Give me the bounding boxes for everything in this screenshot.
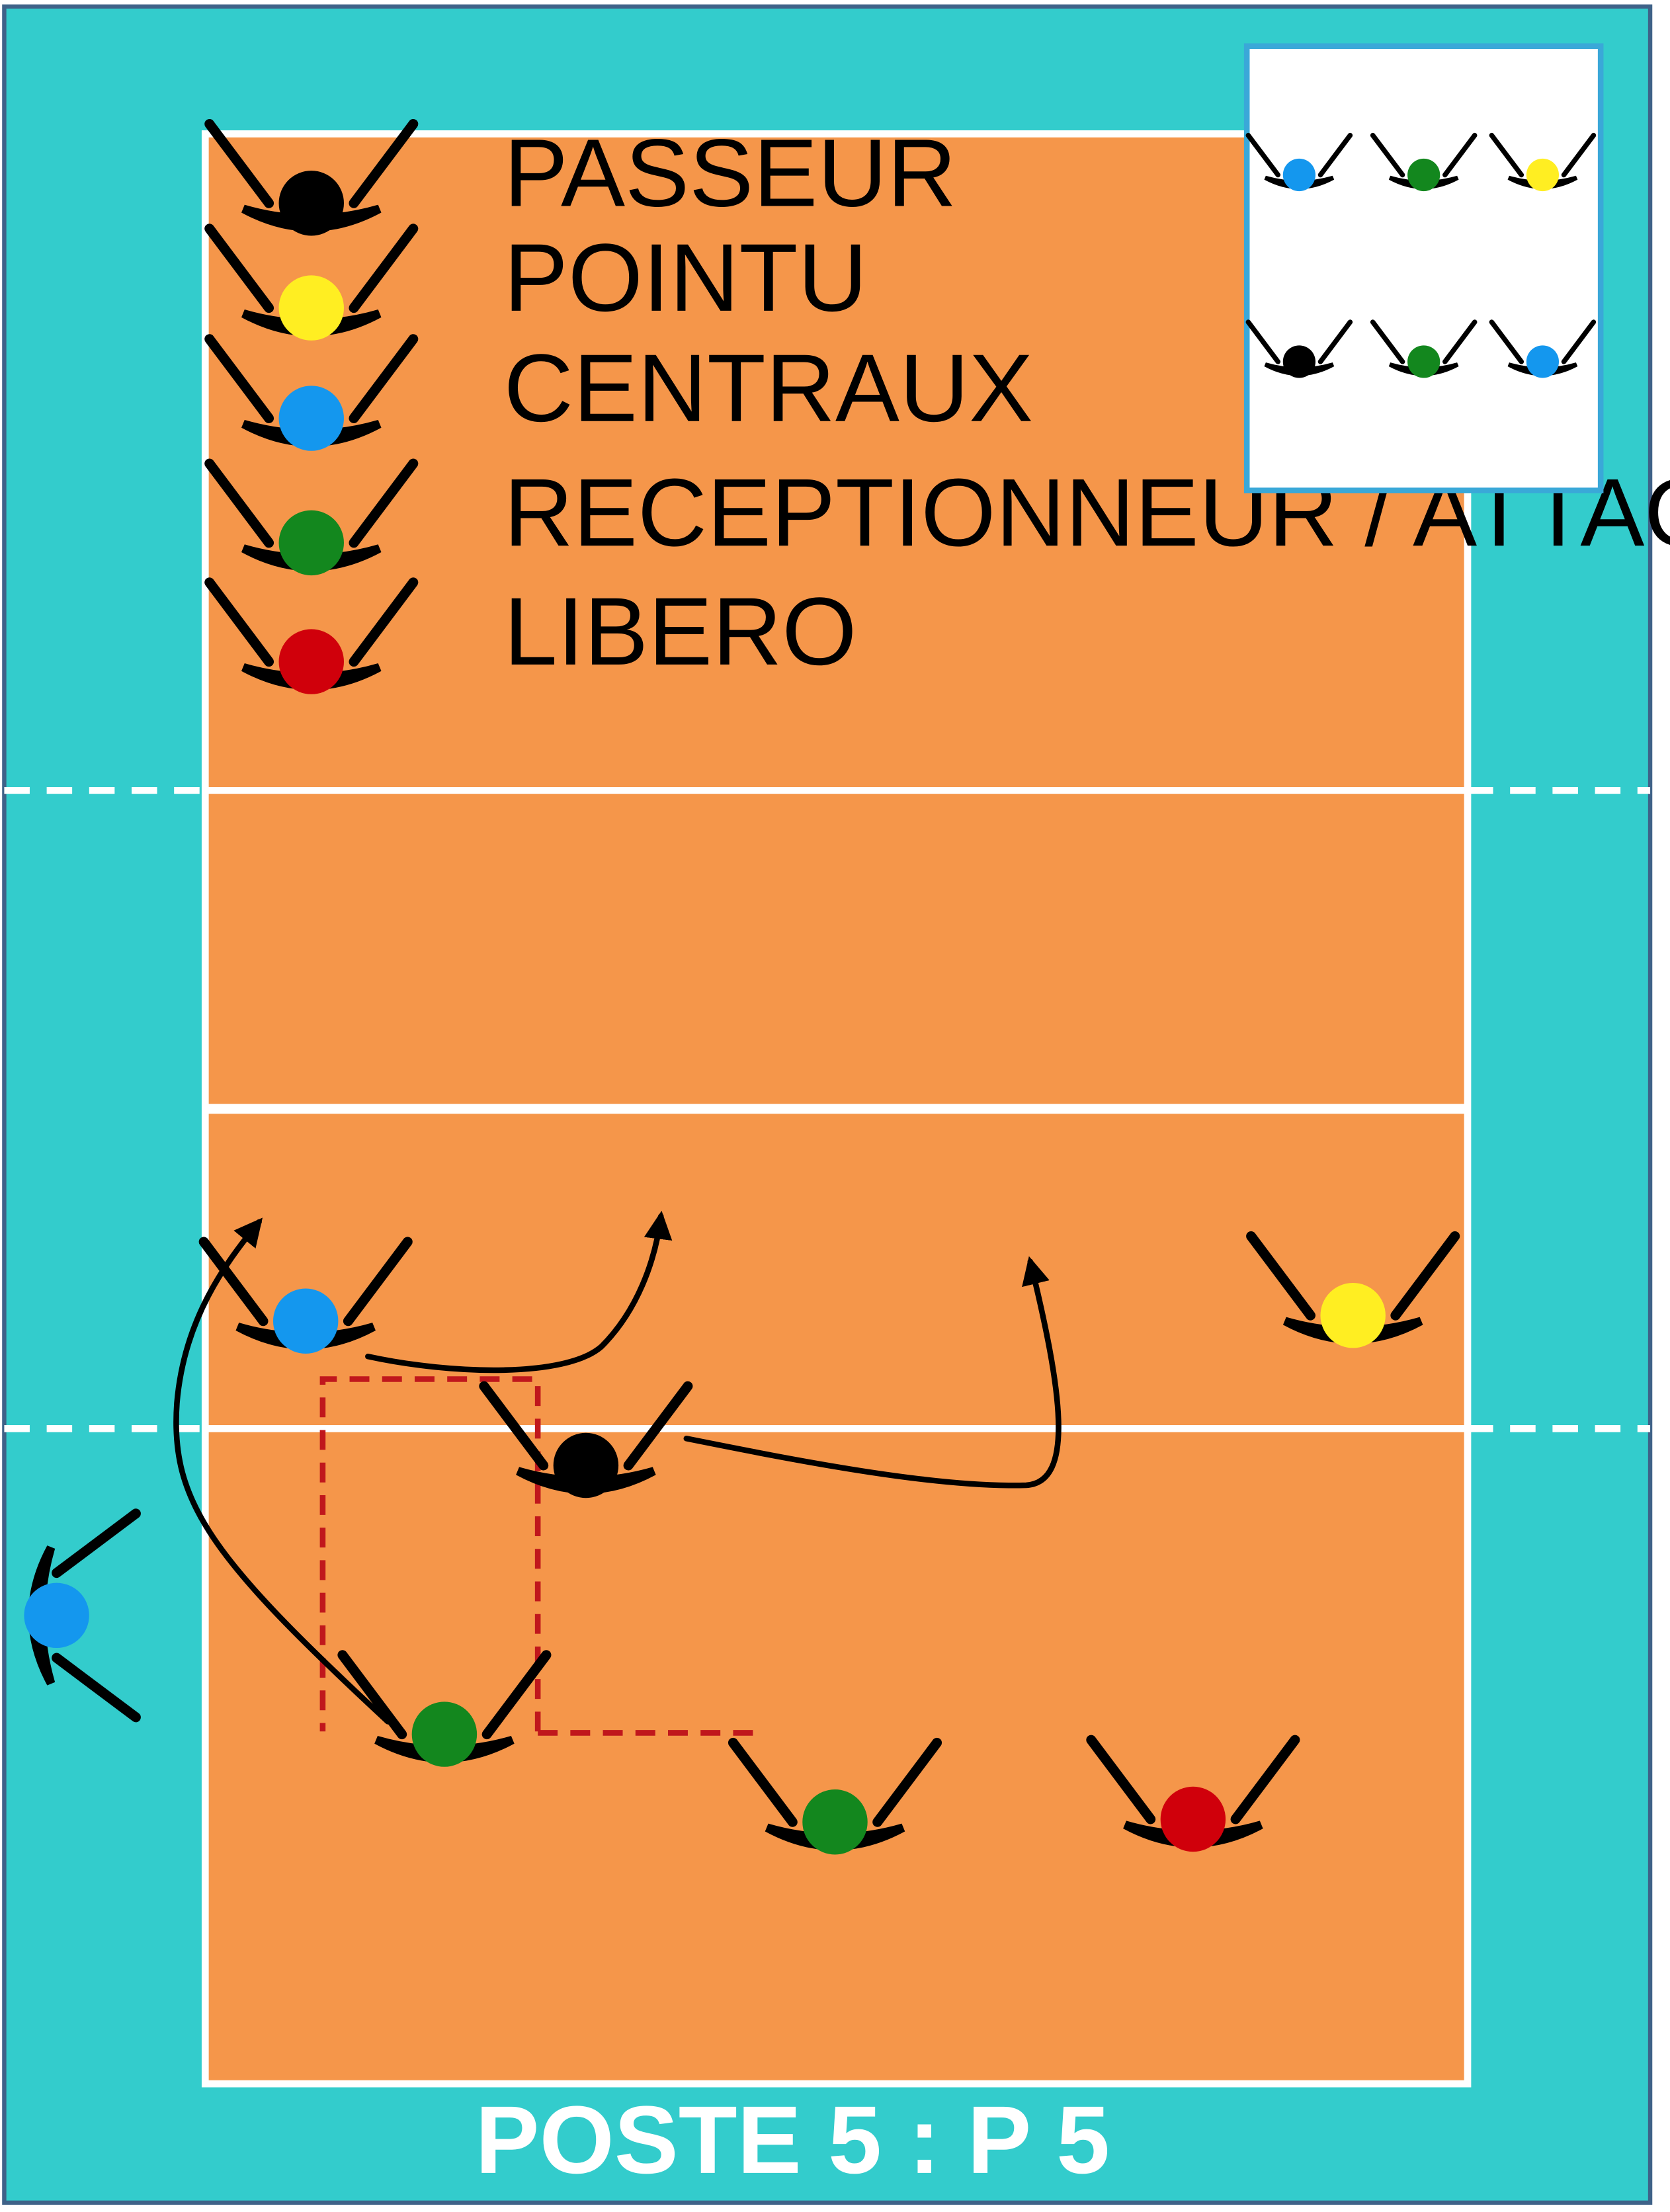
player-back-right-libero-icon — [1086, 1735, 1300, 1852]
inset-players — [1245, 132, 1597, 378]
inset-player-1-1-icon — [1370, 319, 1478, 378]
legend-player-icon-passeur — [204, 118, 419, 236]
inset-player-0-2-icon — [1489, 132, 1597, 192]
player-front-left-central-icon — [198, 1237, 413, 1354]
player-arms — [204, 118, 419, 208]
player-head — [278, 275, 344, 341]
player-head — [278, 629, 344, 694]
player-head — [1526, 158, 1560, 192]
player-head — [24, 1582, 89, 1649]
player-head — [411, 1701, 478, 1767]
player-arms — [204, 458, 419, 548]
players-layer — [24, 1231, 1460, 1855]
player-arms — [1489, 319, 1597, 364]
legend-label-passeur: PASSEUR — [504, 119, 957, 227]
player-head — [1282, 345, 1315, 378]
player-back-middle-receiver-icon — [728, 1737, 942, 1855]
zone-rectangle — [319, 1376, 541, 1732]
legend-label-libero: LIBERO — [504, 577, 857, 685]
player-head — [272, 1288, 339, 1354]
player-arms — [479, 1381, 693, 1471]
player-back-left-receiver-icon — [337, 1650, 552, 1767]
player-arms — [1370, 319, 1478, 364]
inset-player-0-1-icon — [1370, 132, 1478, 192]
rotation-inset — [1243, 43, 1604, 493]
player-arms — [198, 1237, 413, 1327]
player-arms — [1245, 319, 1353, 364]
player-head — [1160, 1786, 1226, 1852]
player-arms — [204, 577, 419, 667]
movement-arrows — [173, 1210, 1062, 1725]
player-head — [278, 386, 344, 451]
player-head — [1407, 345, 1440, 378]
player-arms — [337, 1650, 552, 1740]
player-arms — [1489, 132, 1597, 178]
player-head — [1407, 158, 1440, 192]
player-setter-icon — [479, 1381, 693, 1498]
legend-label-pointu: POINTU — [504, 224, 868, 331]
rotation-title: POSTE 5 : P 5 — [476, 2086, 1110, 2193]
player-head — [278, 510, 344, 576]
player-arms — [204, 224, 419, 313]
legend-player-icon-libero — [204, 577, 419, 694]
player-head — [278, 171, 344, 236]
player-head — [802, 1789, 868, 1855]
player-head — [1320, 1282, 1386, 1348]
player-head — [1282, 158, 1315, 192]
legend-label-centraux: CENTRAUX — [504, 334, 1033, 442]
player-head — [553, 1432, 619, 1498]
inset-box — [1243, 43, 1604, 493]
player-arms — [204, 334, 419, 424]
legend-player-icon-centraux — [204, 334, 419, 451]
setter-zone-outline — [319, 1376, 761, 1736]
legend-player-icon-receptionneur_attaquant — [204, 458, 419, 576]
player-arms — [1086, 1735, 1300, 1824]
player-arms — [1246, 1231, 1460, 1321]
player-arms — [1370, 132, 1478, 178]
court-lines — [4, 786, 1651, 1432]
player-head — [1526, 345, 1560, 378]
inset-player-1-0-icon — [1245, 319, 1353, 378]
legend-player-icon-pointu — [204, 224, 419, 341]
player-arms — [1245, 132, 1353, 178]
inset-player-1-2-icon — [1489, 319, 1597, 378]
arrow-setter-to-right-attack — [683, 1256, 1062, 1489]
player-arms — [52, 1508, 141, 1723]
player-sideline-central-icon — [24, 1508, 141, 1723]
arrow-central-to-middle-attack — [365, 1210, 673, 1373]
player-arms — [728, 1737, 942, 1827]
inset-player-0-0-icon — [1245, 132, 1353, 192]
player-front-right-pointu-icon — [1246, 1231, 1460, 1348]
arrow-receiver-to-left-attack — [173, 1217, 391, 1725]
